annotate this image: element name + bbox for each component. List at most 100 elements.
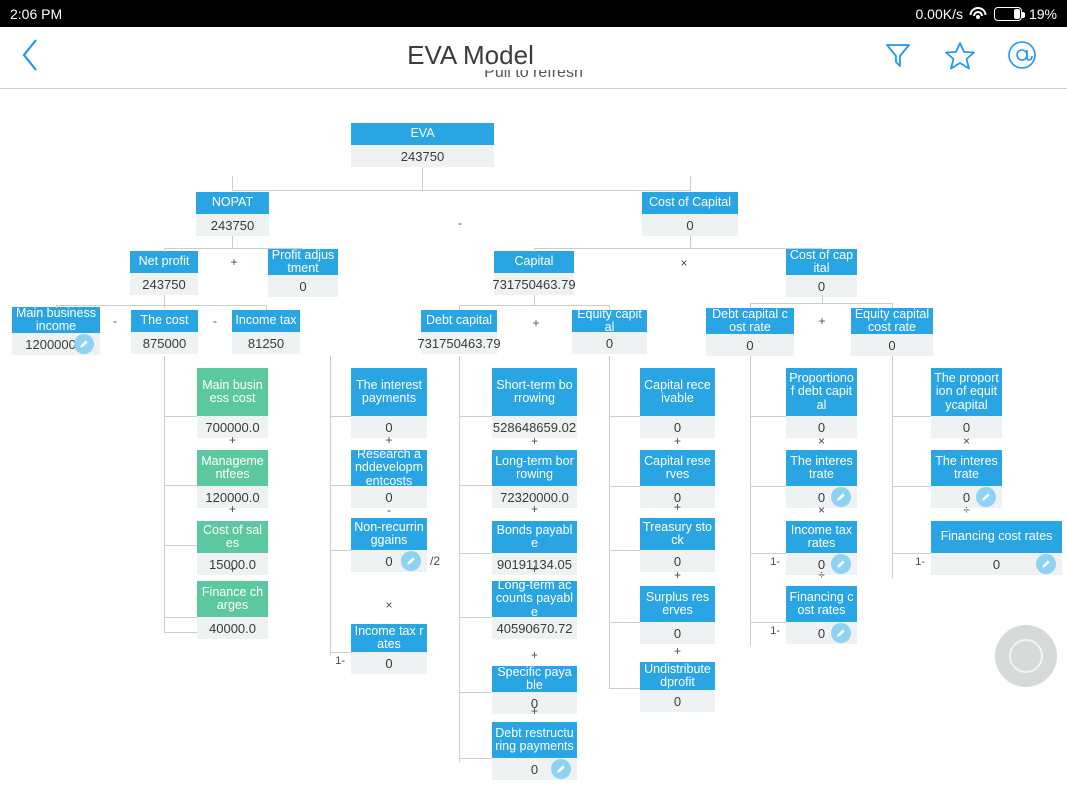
tree-node-value[interactable]: 0	[786, 275, 857, 297]
tree-node-value[interactable]: 0	[640, 486, 715, 508]
tree-node-value[interactable]: 731750463.79	[492, 273, 576, 295]
tree-node-value[interactable]: 0	[931, 486, 1002, 508]
tree-node-value[interactable]: 0	[786, 553, 857, 575]
tree-node-value[interactable]: 0	[640, 550, 715, 572]
tree-node-value[interactable]: 731750463.79	[417, 332, 501, 354]
tree-node-value[interactable]: 0	[786, 416, 857, 438]
tree-node-value[interactable]: 0	[642, 214, 738, 236]
edit-pencil-icon[interactable]	[551, 759, 571, 779]
tree-operator: -	[213, 314, 217, 328]
tree-node-value[interactable]: 0	[268, 275, 338, 297]
edit-pencil-icon[interactable]	[401, 551, 421, 571]
tree-node-value[interactable]: 243750	[130, 273, 198, 295]
tree-node-value[interactable]: 243750	[351, 145, 494, 167]
tree-node-value[interactable]: 0	[351, 416, 427, 438]
tree-node-value[interactable]: 0	[572, 332, 647, 354]
tree-node-value[interactable]: 0	[931, 416, 1002, 438]
tree-operator: +	[673, 568, 681, 582]
tree-node-value[interactable]: 243750	[196, 214, 269, 236]
edit-pencil-icon[interactable]	[831, 487, 851, 507]
tree-connector	[232, 176, 233, 191]
tree-node-value[interactable]: 0	[786, 486, 857, 508]
tree-node-value[interactable]: 0	[931, 553, 1062, 575]
record-circle-icon[interactable]	[995, 625, 1057, 687]
tree-node-value[interactable]: 0	[492, 692, 577, 714]
tree-node-value[interactable]: 0	[706, 334, 794, 356]
tree-node-value[interactable]: 81250	[232, 332, 300, 354]
tree-node-value[interactable]: 700000.0	[197, 416, 268, 438]
tree-node-value[interactable]: 0	[351, 486, 427, 508]
tree-node-value[interactable]: 0	[851, 334, 933, 356]
edit-pencil-icon[interactable]	[1036, 554, 1056, 574]
filter-icon[interactable]	[881, 38, 915, 72]
edit-pencil-icon[interactable]	[831, 623, 851, 643]
tree-node-value[interactable]: 0	[492, 758, 577, 780]
tree-node-value[interactable]: 875000	[131, 332, 198, 354]
tree-node-value[interactable]: 40590670.72	[492, 617, 577, 639]
tree-node-label: Net profit	[130, 251, 198, 273]
tree-node-value[interactable]: 40000.0	[197, 617, 268, 639]
edit-pencil-icon[interactable]	[976, 487, 996, 507]
tree-connector	[164, 545, 197, 546]
tree-node-value[interactable]: 528648659.02	[492, 416, 577, 438]
tree-node-value[interactable]: 0	[786, 622, 857, 644]
tree-node-value[interactable]: 72320000.0	[492, 486, 577, 508]
at-icon[interactable]	[1005, 38, 1039, 72]
tree-node-value[interactable]: 0	[351, 652, 427, 674]
tree-node-value[interactable]: 0	[640, 622, 715, 644]
tree-node-value[interactable]: 90191134.05	[492, 553, 577, 575]
edit-pencil-icon[interactable]	[74, 334, 94, 354]
tree-node-value[interactable]: 1200000.0	[12, 333, 100, 355]
tree-node-value[interactable]: 0	[640, 690, 715, 712]
tree-node-value[interactable]: 120000.0	[197, 486, 268, 508]
star-icon[interactable]	[943, 38, 977, 72]
edit-pencil-icon[interactable]	[831, 554, 851, 574]
tree-node-value[interactable]: 15000.0	[197, 553, 268, 575]
tree-operator: -	[458, 216, 462, 230]
tree-node-value[interactable]: 0	[640, 416, 715, 438]
tree-node-value[interactable]: 0	[351, 550, 427, 572]
back-button[interactable]	[0, 38, 60, 72]
